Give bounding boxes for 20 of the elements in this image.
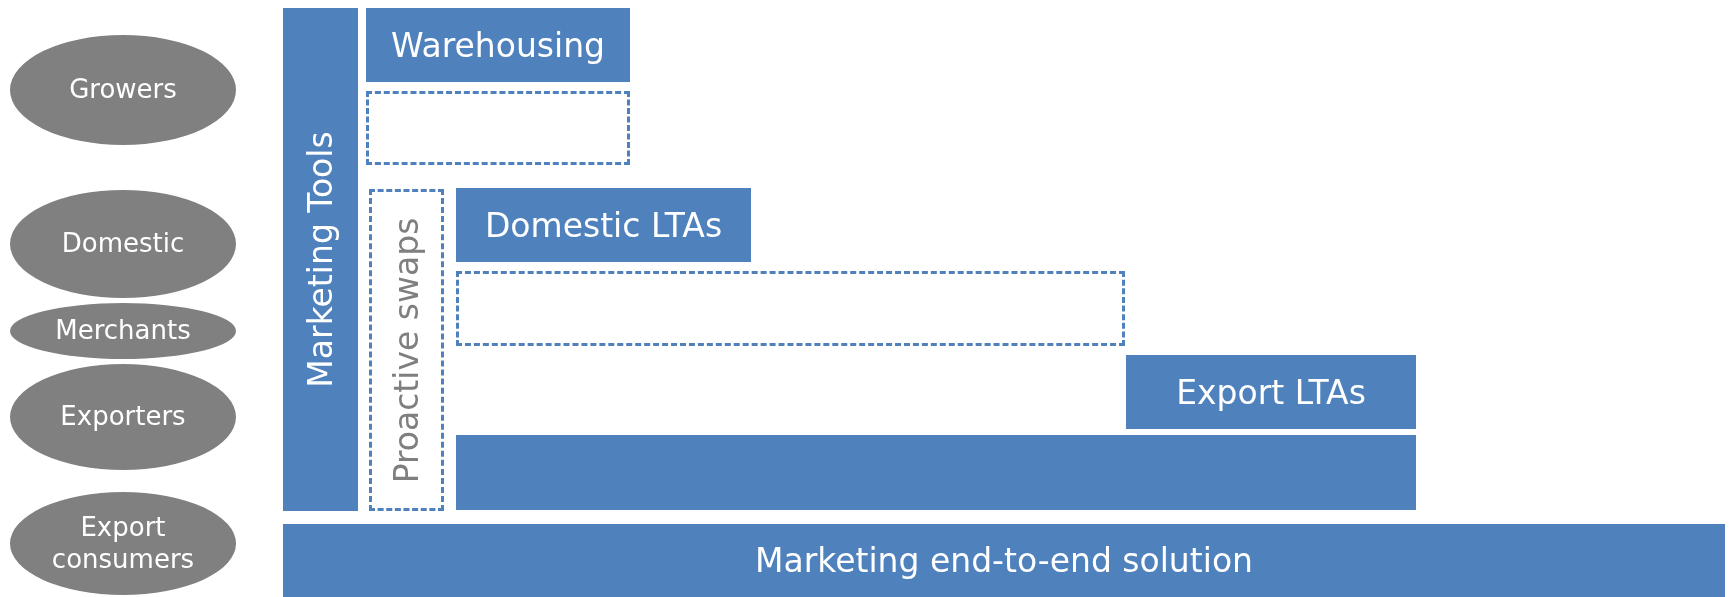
node-label: Domestic LTAs (484, 205, 723, 245)
process-box (283, 524, 1725, 597)
node-label: Marketing Tools (301, 131, 340, 388)
node-label: Exporters (60, 401, 186, 433)
node-label: Domestic (61, 228, 185, 260)
node-label: Marketing end-to-end solution (755, 541, 1253, 580)
node-label: Export consumers (50, 512, 196, 575)
node-label: Growers (69, 74, 177, 106)
process-box (1126, 355, 1416, 429)
node-label: Warehousing (390, 25, 606, 65)
dashed-box (456, 271, 1125, 346)
process-box (456, 188, 751, 262)
node-label: Export LTAs (1176, 372, 1366, 412)
node-label: Proactive swaps (387, 217, 426, 483)
dashed-box (366, 91, 630, 165)
process-box (456, 435, 1416, 510)
node-label: Merchants (55, 315, 191, 347)
process-box (283, 8, 358, 511)
process-box (366, 8, 630, 82)
dashed-box (369, 189, 444, 511)
